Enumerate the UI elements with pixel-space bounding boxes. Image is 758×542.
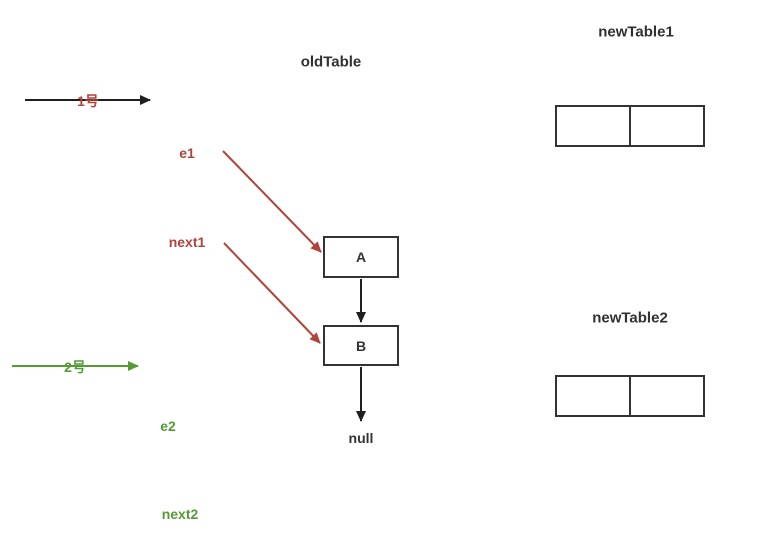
node-b: B: [323, 325, 399, 366]
new-table2-title: newTable2: [592, 309, 668, 327]
next1-label: next1: [168, 234, 206, 250]
new-table1-title: newTable1: [598, 23, 674, 41]
node-a: A: [323, 236, 399, 278]
null-label: null: [348, 430, 374, 446]
new-table2-bucket-0: [557, 377, 631, 415]
next1-arrow: [223, 242, 321, 344]
new-table2-bucket-1: [631, 377, 703, 415]
new-table1-buckets: [555, 105, 705, 147]
old-table-title: oldTable: [300, 53, 362, 71]
new-table1-bucket-0: [557, 107, 631, 145]
e1-arrow: [222, 150, 322, 253]
new-table1-bucket-1: [631, 107, 703, 145]
e1-label: e1: [179, 145, 195, 161]
e2-label: e2: [160, 418, 176, 434]
bucket2-label: 2号: [64, 359, 86, 375]
next2-label: next2: [161, 506, 199, 522]
new-table2-buckets: [555, 375, 705, 417]
bucket1-label: 1号: [77, 93, 99, 109]
